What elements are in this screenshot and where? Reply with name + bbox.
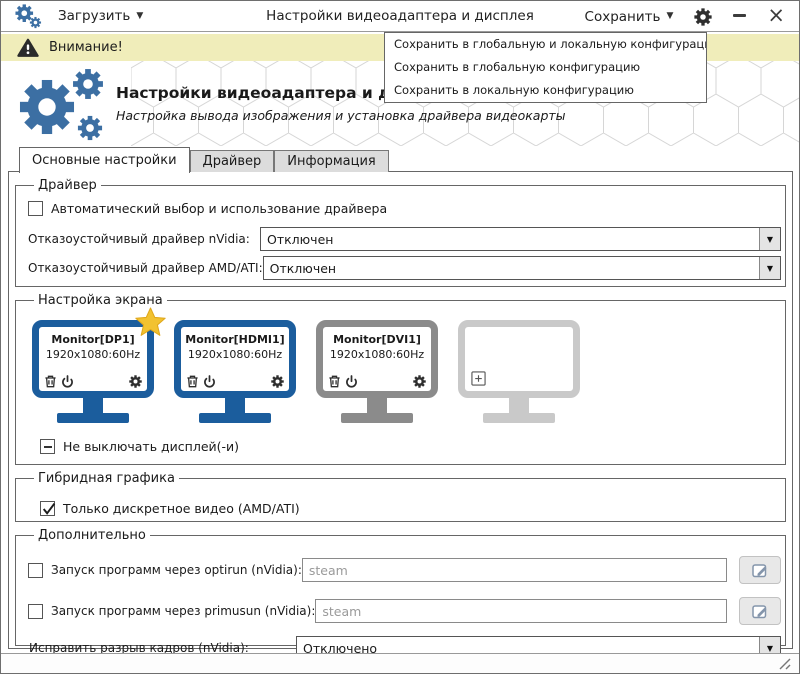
power-icon[interactable] — [61, 375, 74, 388]
group-screen-settings: Настройка экрана Monitor[DP1] 1920x1080:… — [15, 293, 786, 465]
chevron-down-icon[interactable]: ▼ — [759, 257, 780, 279]
monitor-name: Monitor[HDMI1] — [185, 333, 285, 346]
warning-icon — [17, 38, 39, 57]
save-button-label: Сохранить — [584, 8, 661, 25]
gears-logo-icon — [19, 69, 103, 141]
discrete-only-checkbox[interactable] — [40, 501, 56, 516]
monitor-screen: Monitor[DVI1] 1920x1080:60Hz — [316, 320, 438, 398]
resize-grip[interactable] — [777, 657, 792, 670]
edit-pencil-icon — [752, 564, 767, 578]
tearing-fix-label: Исправить разрыв кадров (nVidia): — [29, 641, 249, 655]
amd-failsafe-label: Отказоустойчивый драйвер AMD/ATI: — [28, 261, 263, 275]
monitor-resolution: 1920x1080:60Hz — [187, 348, 283, 361]
monitor-screen: Monitor[HDMI1] 1920x1080:60Hz — [174, 320, 296, 398]
primusun-input[interactable] — [315, 599, 727, 623]
close-button[interactable]: × — [767, 3, 785, 27]
trash-icon[interactable] — [186, 375, 199, 388]
tearing-fix-value: Отключено — [303, 640, 378, 656]
chevron-down-icon: ▼ — [136, 10, 144, 21]
group-extra: Дополнительно Запуск программ через opti… — [15, 528, 786, 660]
primusun-checkbox[interactable] — [28, 603, 43, 619]
power-icon[interactable] — [345, 375, 358, 388]
monitor-gear-icon[interactable] — [129, 375, 142, 388]
monitor-resolution: 1920x1080:60Hz — [45, 348, 141, 361]
group-driver-legend: Драйвер — [38, 178, 97, 193]
group-driver: Драйвер Автоматический выбор и использов… — [15, 178, 786, 287]
settings-gear-icon[interactable] — [694, 7, 713, 26]
save-dropdown-menu: Сохранить в глобальную и локальную конфи… — [384, 32, 707, 103]
app-logo-icon — [15, 4, 42, 29]
tab-driver[interactable]: Драйвер — [189, 150, 275, 172]
monitor-screen — [458, 320, 580, 398]
amd-failsafe-select[interactable]: Отключен ▼ — [262, 256, 781, 280]
trash-icon[interactable] — [328, 375, 341, 388]
keep-display-on-label: Не выключать дисплей(-и) — [63, 439, 240, 454]
discrete-only-label: Только дискретное видео (AMD/ATI) — [63, 501, 300, 516]
monitor-add-slot[interactable] — [458, 320, 580, 423]
primusun-label: Запуск программ через primusun (nVidia): — [51, 604, 316, 618]
monitor-hdmi1[interactable]: Monitor[HDMI1] 1920x1080:60Hz — [174, 320, 296, 423]
edit-pencil-icon — [752, 605, 767, 619]
primusun-edit-button[interactable] — [739, 597, 781, 625]
page-subtitle: Настройка вывода изображения и установка… — [116, 108, 566, 123]
monitor-name: Monitor[DVI1] — [333, 333, 421, 346]
monitor-dvi1[interactable]: Monitor[DVI1] 1920x1080:60Hz — [316, 320, 438, 423]
optirun-label: Запуск программ через optirun (nVidia): — [51, 563, 302, 577]
optirun-input[interactable] — [301, 558, 727, 582]
group-hybrid-legend: Гибридная графика — [38, 471, 175, 486]
monitor-resolution: 1920x1080:60Hz — [329, 348, 425, 361]
nvidia-failsafe-label: Отказоустойчивый драйвер nVidia: — [28, 232, 250, 246]
optirun-checkbox[interactable] — [28, 562, 43, 578]
check-icon — [42, 503, 56, 515]
chevron-down-icon[interactable]: ▼ — [759, 228, 780, 250]
page-title: Настройки видеоадаптера и дисплея — [116, 84, 454, 102]
add-monitor-icon[interactable] — [471, 371, 486, 386]
keep-display-on-checkbox[interactable] — [40, 439, 55, 454]
status-bar — [1, 653, 799, 673]
auto-driver-label: Автоматический выбор и использование дра… — [51, 201, 388, 216]
monitor-gear-icon[interactable] — [413, 375, 426, 388]
tab-bar: Основные настройки Драйвер Информация — [19, 146, 389, 173]
power-icon[interactable] — [203, 375, 216, 388]
menu-item-save-global[interactable]: Сохранить в глобальную конфигурацию — [394, 60, 641, 74]
load-button[interactable]: Загрузить ▼ — [58, 8, 143, 24]
group-extra-legend: Дополнительно — [38, 528, 146, 543]
monitor-gear-icon[interactable] — [271, 375, 284, 388]
titlebar: Загрузить ▼ Настройки видеоадаптера и ди… — [1, 1, 799, 32]
optirun-edit-button[interactable] — [739, 556, 781, 584]
tab-page-main-settings: Драйвер Автоматический выбор и использов… — [8, 171, 793, 660]
auto-driver-checkbox[interactable] — [28, 201, 43, 216]
nvidia-failsafe-select[interactable]: Отключен ▼ — [260, 227, 781, 251]
tab-information[interactable]: Информация — [274, 150, 389, 172]
trash-icon[interactable] — [44, 375, 57, 388]
monitor-name: Monitor[DP1] — [51, 333, 135, 346]
amd-failsafe-value: Отключен — [269, 260, 337, 276]
nvidia-failsafe-value: Отключен — [267, 231, 334, 247]
menu-item-save-local[interactable]: Сохранить в локальную конфигурацию — [394, 83, 634, 97]
monitor-screen: Monitor[DP1] 1920x1080:60Hz — [32, 320, 154, 398]
primary-star-icon — [135, 307, 166, 336]
chevron-down-icon: ▼ — [666, 11, 674, 21]
minimize-button[interactable] — [733, 14, 747, 17]
load-button-label: Загрузить — [58, 8, 131, 24]
save-button[interactable]: Сохранить ▼ — [585, 9, 674, 25]
menu-item-save-global-local[interactable]: Сохранить в глобальную и локальную конфи… — [394, 37, 706, 51]
group-hybrid-graphics: Гибридная графика Только дискретное виде… — [15, 471, 786, 522]
group-screen-legend: Настройка экрана — [38, 293, 163, 308]
monitor-dp1[interactable]: Monitor[DP1] 1920x1080:60Hz — [32, 307, 166, 423]
monitor-row: Monitor[DP1] 1920x1080:60Hz — [32, 307, 781, 423]
warning-text: Внимание! — [49, 40, 123, 55]
tab-main-settings[interactable]: Основные настройки — [19, 147, 190, 173]
